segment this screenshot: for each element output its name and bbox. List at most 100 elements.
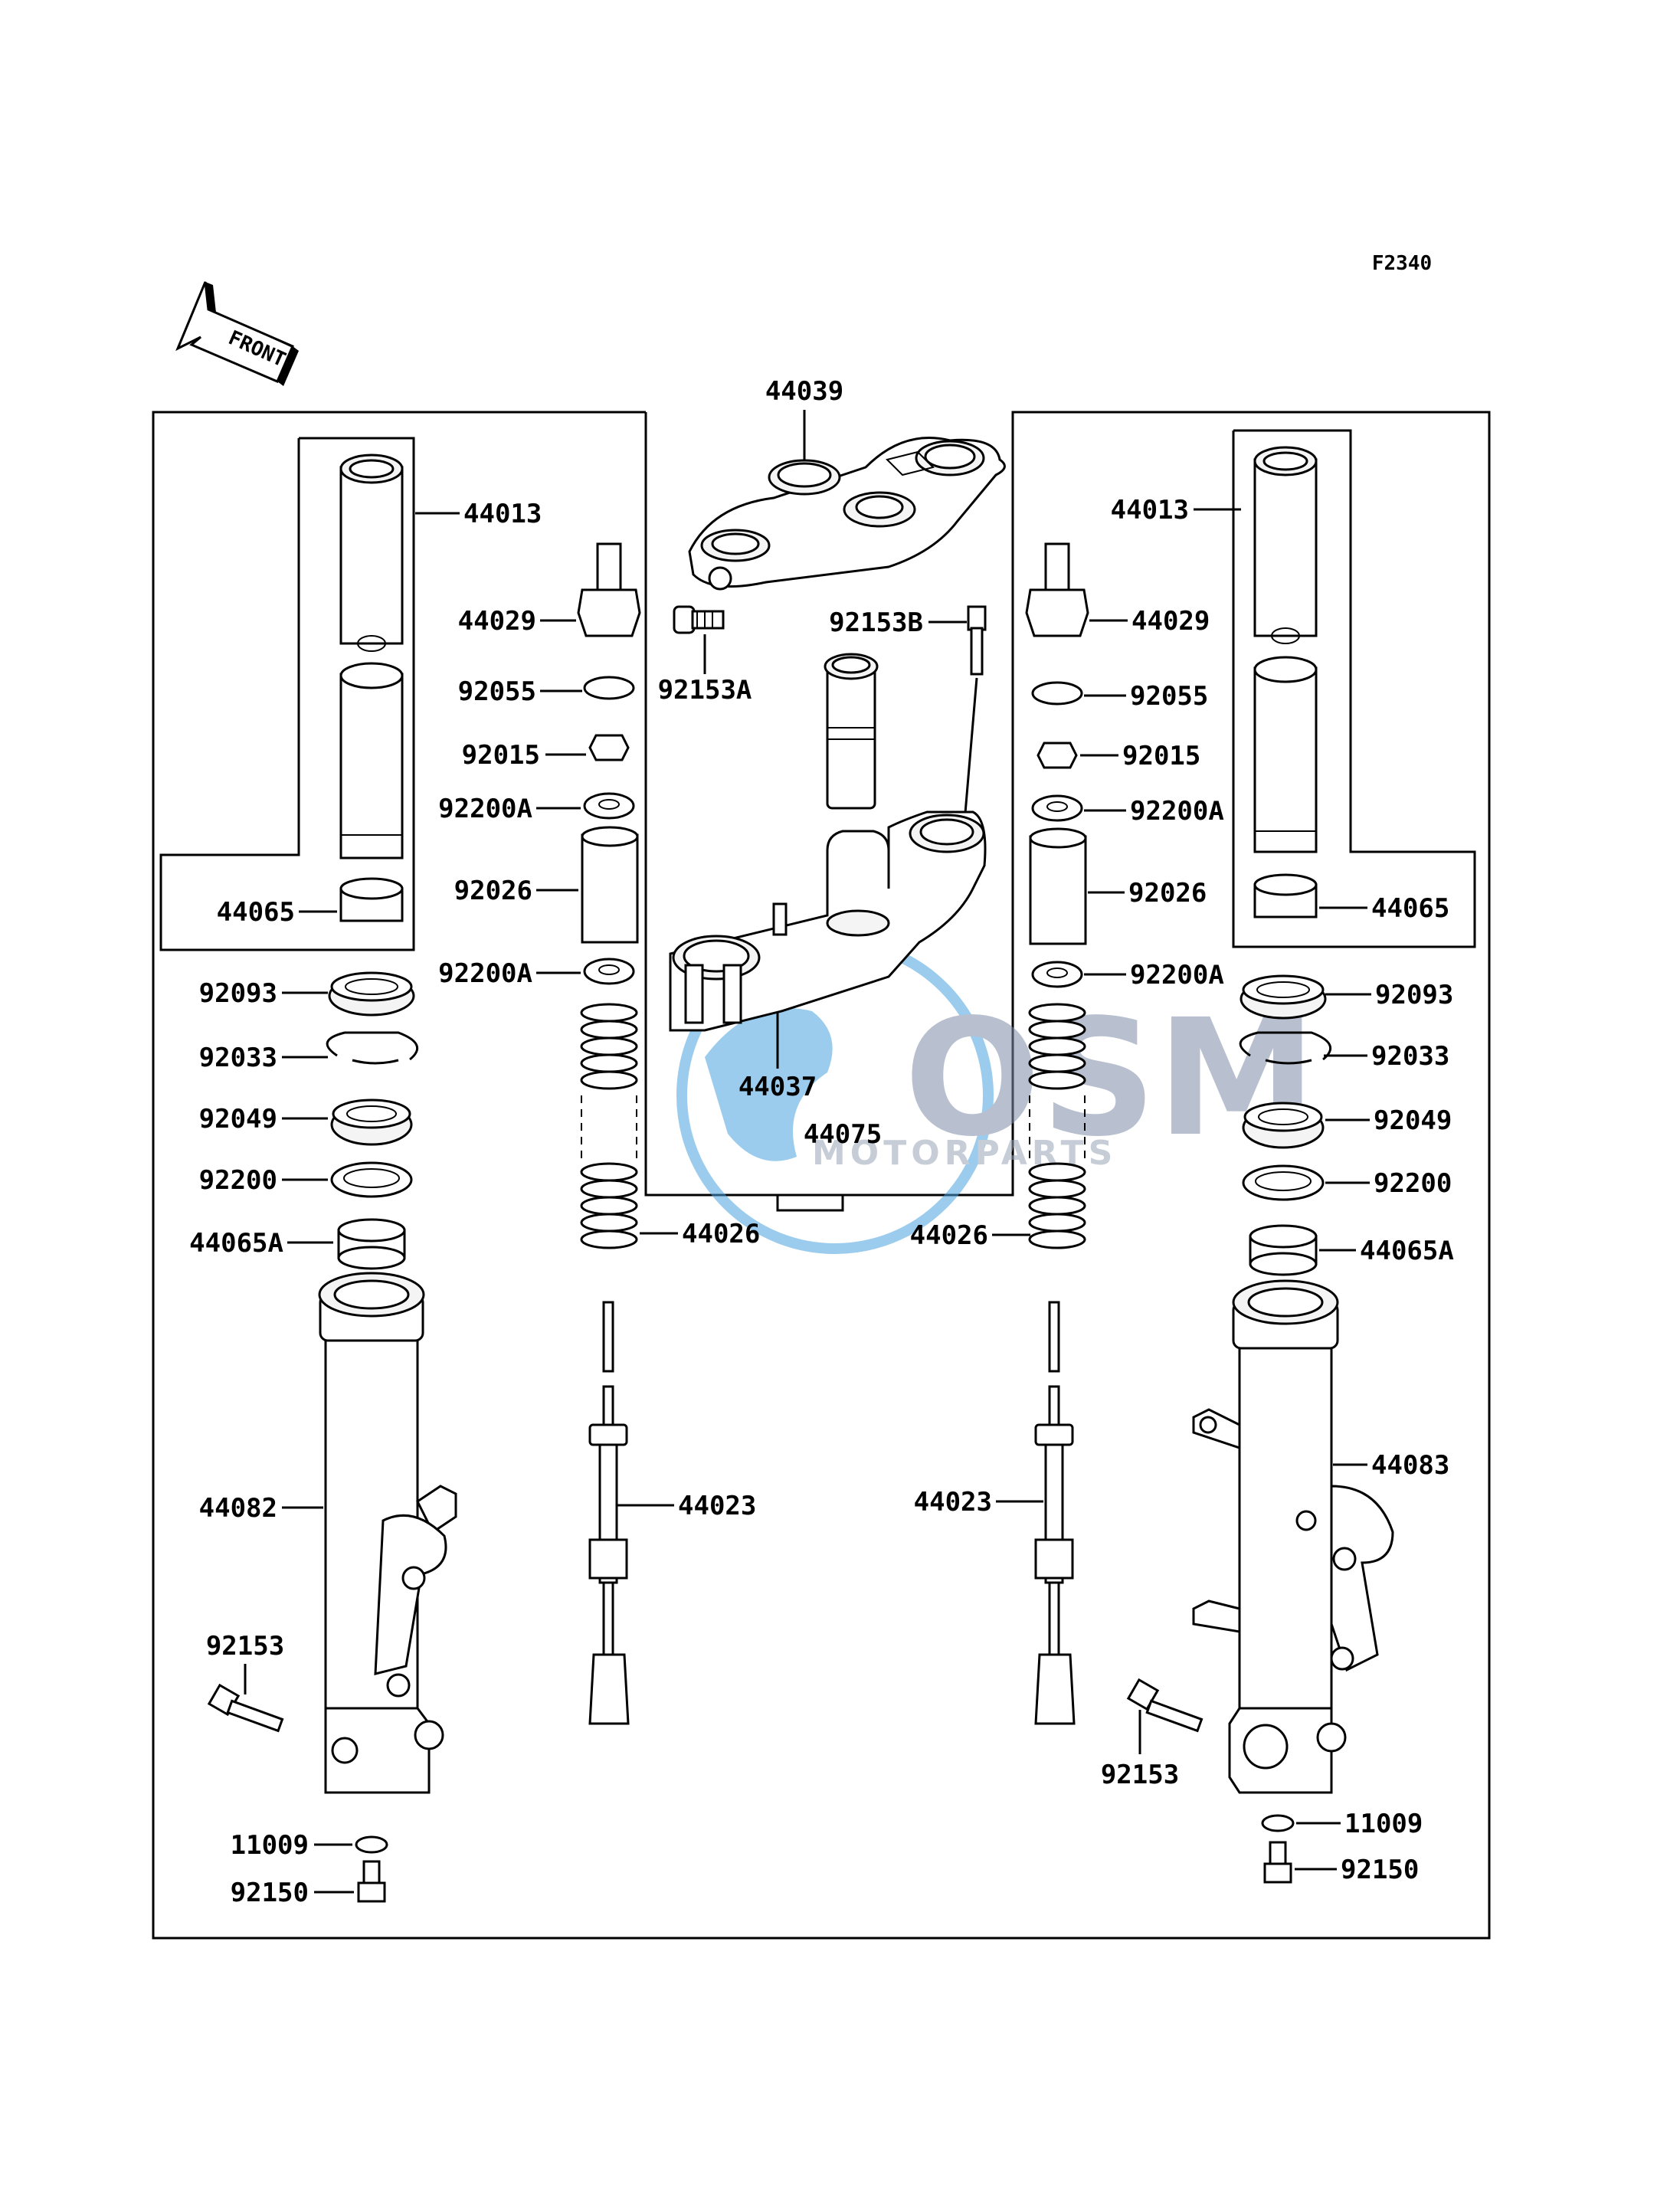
label-right-92200a-bot: 92200A xyxy=(1130,960,1224,990)
label-left-92200a-top: 92200A xyxy=(438,794,532,824)
label-44075: 44075 xyxy=(804,1119,882,1150)
right-outer-tube xyxy=(1192,1279,1394,1794)
label-left-92033: 92033 xyxy=(199,1043,277,1073)
label-right-92049: 92049 xyxy=(1374,1105,1452,1136)
label-left-44065: 44065 xyxy=(217,897,295,928)
label-44083: 44083 xyxy=(1371,1450,1449,1481)
spring-coil xyxy=(1028,1196,1086,1216)
label-92153a: 92153A xyxy=(658,675,752,706)
spring-coil xyxy=(1028,1036,1086,1056)
label-right-44026: 44026 xyxy=(910,1220,988,1251)
spring-coil xyxy=(1028,1213,1086,1233)
label-right-92093: 92093 xyxy=(1375,980,1453,1010)
left-damper-rod xyxy=(588,1301,630,1725)
spring-coil xyxy=(580,1213,638,1233)
spring-coil xyxy=(580,1179,638,1199)
figure-code: F2340 xyxy=(1372,252,1432,275)
label-left-92153: 92153 xyxy=(206,1631,284,1662)
label-left-92015: 92015 xyxy=(462,740,540,771)
left-clip xyxy=(326,1031,419,1065)
spring-coil xyxy=(580,1053,638,1073)
label-left-92049: 92049 xyxy=(199,1104,277,1135)
label-left-11009: 11009 xyxy=(231,1830,309,1861)
spring-coil xyxy=(1028,1070,1086,1090)
label-right-44029: 44029 xyxy=(1131,606,1210,637)
right-lower-bush xyxy=(1253,873,1318,918)
left-washer-top xyxy=(583,792,635,820)
right-dust-seal xyxy=(1240,974,1327,1020)
right-inner-tube-box xyxy=(1232,429,1476,948)
left-drain-bolt xyxy=(357,1860,386,1903)
right-drain-bolt xyxy=(1263,1841,1292,1884)
spring-coil xyxy=(580,1003,638,1023)
label-left-92055: 92055 xyxy=(458,676,536,707)
left-washer-bot xyxy=(583,958,635,985)
bolt-92153a xyxy=(673,605,725,634)
label-right-44065: 44065 xyxy=(1371,893,1449,924)
label-left-44013: 44013 xyxy=(463,499,542,529)
right-oil-seal xyxy=(1242,1102,1325,1149)
spring-coil xyxy=(580,1196,638,1216)
spring-coil xyxy=(580,1020,638,1040)
spring-coil xyxy=(580,1229,638,1249)
label-left-44029: 44029 xyxy=(458,606,536,637)
right-inner-tube xyxy=(1253,446,1318,853)
label-right-92055: 92055 xyxy=(1130,681,1208,712)
label-left-92200: 92200 xyxy=(199,1165,277,1196)
left-fork-frame xyxy=(152,411,1491,1940)
right-washer-top xyxy=(1031,794,1083,822)
front-arrow-icon: FRONT xyxy=(175,281,299,386)
right-clip xyxy=(1239,1031,1332,1065)
label-left-44023: 44023 xyxy=(678,1491,756,1521)
spring-coil xyxy=(1028,1003,1086,1023)
left-spring xyxy=(580,1003,638,1249)
label-right-44065a: 44065A xyxy=(1360,1236,1454,1266)
label-right-92026: 92026 xyxy=(1128,878,1207,909)
right-gasket xyxy=(1261,1814,1295,1832)
label-left-92200a-bot: 92200A xyxy=(438,958,532,989)
left-lower-bush xyxy=(339,877,404,922)
left-axle-bolt xyxy=(207,1683,284,1733)
label-right-92153: 92153 xyxy=(1101,1760,1179,1790)
left-dust-seal xyxy=(328,971,415,1017)
label-92153b: 92153B xyxy=(829,607,923,638)
spring-coil xyxy=(580,1036,638,1056)
right-damper-rod xyxy=(1034,1301,1076,1725)
label-left-92150: 92150 xyxy=(231,1878,309,1908)
right-fork-cap xyxy=(1025,542,1089,637)
left-inner-tube-box xyxy=(159,437,415,951)
left-nut xyxy=(588,734,630,761)
spring-coil xyxy=(1028,1020,1086,1040)
left-gasket xyxy=(355,1835,388,1854)
right-nut xyxy=(1036,742,1078,769)
label-left-92093: 92093 xyxy=(199,978,277,1009)
left-spacer xyxy=(581,826,639,944)
spring-coil xyxy=(580,1162,638,1182)
steering-stem xyxy=(669,653,987,1032)
right-guide-bush xyxy=(1249,1224,1318,1276)
left-guide-bush xyxy=(337,1218,406,1270)
left-washer xyxy=(330,1161,413,1198)
label-left-92026: 92026 xyxy=(454,876,532,906)
right-spacer xyxy=(1029,827,1087,945)
right-axle-bolt xyxy=(1126,1678,1204,1733)
label-right-44023: 44023 xyxy=(914,1487,992,1518)
right-oring xyxy=(1031,681,1083,706)
left-oring xyxy=(583,676,635,700)
label-right-92015: 92015 xyxy=(1122,741,1200,771)
left-fork-cap xyxy=(577,542,641,637)
left-oil-seal xyxy=(330,1098,413,1146)
label-right-11009: 11009 xyxy=(1344,1809,1423,1839)
watermark-brand: OSM xyxy=(904,984,1317,1172)
bolt-92153b xyxy=(967,605,987,676)
label-right-92150: 92150 xyxy=(1341,1855,1419,1885)
left-outer-tube xyxy=(318,1272,457,1794)
label-44082: 44082 xyxy=(199,1493,277,1524)
right-washer xyxy=(1242,1164,1325,1201)
label-44037: 44037 xyxy=(738,1072,817,1102)
label-left-44065a: 44065A xyxy=(189,1228,283,1259)
label-44039: 44039 xyxy=(765,376,843,407)
label-left-44026: 44026 xyxy=(682,1219,760,1249)
label-right-92033: 92033 xyxy=(1371,1041,1449,1072)
